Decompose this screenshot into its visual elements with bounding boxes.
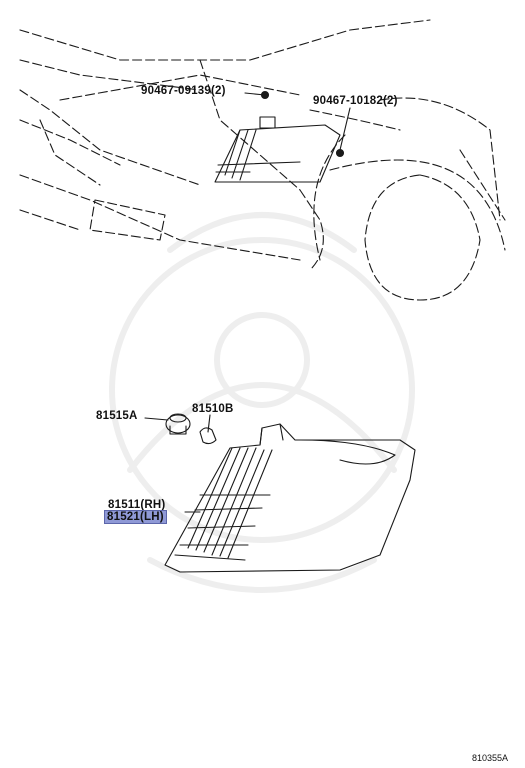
lamp-part-number-rh: 81511(RH) xyxy=(108,499,166,511)
clip-part-number-a: 90467-09139(2) xyxy=(141,85,226,97)
socket-icon xyxy=(165,413,191,435)
bulb-icon xyxy=(199,427,217,445)
leader-line-bulb xyxy=(207,414,211,433)
bulb-part-number: 81510B xyxy=(192,403,234,415)
leader-line-clip-b xyxy=(339,107,351,151)
lamp-assembly xyxy=(164,423,416,573)
diagram-code: 810355A xyxy=(472,753,509,763)
car-body-outline xyxy=(19,19,506,301)
leader-line-clip-a xyxy=(244,92,266,96)
leader-line-socket xyxy=(144,417,169,421)
lamp-part-number-lh[interactable]: 81521(LH) xyxy=(104,510,167,524)
clip-part-number-b: 90467-10182(2) xyxy=(313,95,398,107)
watermark-emblem xyxy=(109,212,415,593)
socket-part-number: 81515A xyxy=(96,410,138,422)
installed-lamp xyxy=(214,116,341,183)
